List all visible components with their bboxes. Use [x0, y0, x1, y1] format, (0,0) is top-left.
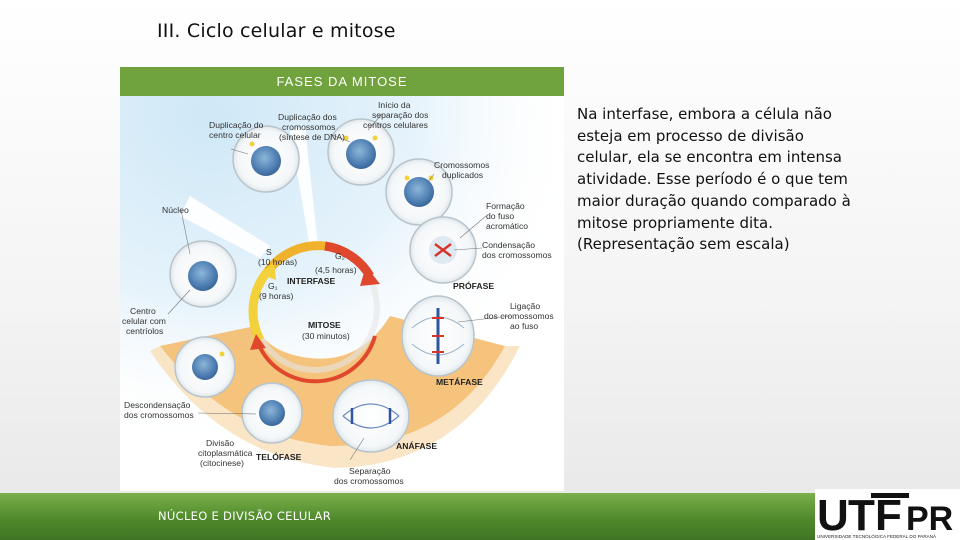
- cell-g1-top-left: [232, 125, 300, 193]
- label-dup-centro-2: centro celular: [209, 130, 261, 140]
- light-ray: [180, 196, 270, 258]
- label-g2-phase: G₂: [335, 251, 345, 261]
- body-paragraph: Na interfase, embora a célula não esteja…: [577, 105, 851, 254]
- cell-prophase: [409, 216, 477, 284]
- logo-letter-t: T: [848, 491, 875, 540]
- label-centro-cel-1: Centro: [130, 306, 156, 316]
- label-ligacao-2: dos cromossomos: [484, 311, 554, 321]
- label-formacao-2: do fuso: [486, 211, 514, 221]
- label-formacao-1: Formação: [486, 201, 525, 211]
- label-descond-1: Descondensação: [124, 400, 191, 410]
- cell-telophase: [241, 382, 303, 444]
- cell-g2-top-right: [385, 158, 453, 226]
- label-g1-hours: (9 horas): [259, 291, 294, 301]
- label-centro-cel-3: centríolos: [126, 326, 163, 336]
- label-ligacao-3: ao fuso: [510, 321, 538, 331]
- label-s-hours: (10 horas): [258, 257, 297, 267]
- cell-metaphase: [401, 295, 475, 377]
- slide-title: III. Ciclo celular e mitose: [157, 20, 396, 42]
- footer-bar: NÚCLEO E DIVISÃO CELULAR: [0, 493, 818, 540]
- cell-s-top: [327, 118, 395, 186]
- cell-nucleus-left: [169, 240, 237, 308]
- cycle-arrow-g1: [248, 268, 272, 343]
- label-interfase: INTERFASE: [287, 276, 335, 286]
- logo-letter-f: F: [875, 491, 902, 540]
- label-inicio-1: Início da: [378, 100, 411, 110]
- body-text: Na interfase, embora a célula não esteja…: [577, 104, 862, 256]
- label-dup-crom-1: Duplicação dos: [278, 112, 337, 122]
- label-divisao-1: Divisão: [206, 438, 234, 448]
- label-separacao-2: dos cromossomos: [334, 476, 404, 486]
- label-divisao-3: (citocinese): [200, 458, 244, 468]
- label-crom-dup-1: Cromossomos: [434, 160, 489, 170]
- footer-title: NÚCLEO E DIVISÃO CELULAR: [158, 509, 332, 523]
- cell-late-telophase: [174, 336, 236, 398]
- cycle-arrow-mitosis: [256, 335, 377, 384]
- figure-diagram: Duplicação do centro celular Duplicação …: [120, 96, 564, 491]
- label-formacao-3: acromático: [486, 221, 528, 231]
- label-ligacao-1: Ligação: [510, 301, 540, 311]
- label-mitose-minutes: (30 minutos): [302, 331, 350, 341]
- label-crom-dup-2: duplicados: [442, 170, 483, 180]
- utfpr-logo: U T F PR UNIVERSIDADE TECNOLÓGICA FEDERA…: [815, 489, 960, 540]
- label-inicio-2: separação dos: [372, 110, 428, 120]
- label-mitose: MITOSE: [308, 320, 341, 330]
- cell-cycle-diagram: Duplicação do centro celular Duplicação …: [120, 96, 564, 491]
- cell-anaphase: [332, 379, 410, 453]
- label-dup-crom-2: cromossomos: [282, 122, 335, 132]
- figure-header: FASES DA MITOSE: [120, 67, 564, 96]
- logo-subtitle: UNIVERSIDADE TECNOLÓGICA FEDERAL DO PARA…: [817, 533, 937, 539]
- label-centro-cel-2: celular com: [122, 316, 166, 326]
- label-dup-crom-3: (síntese de DNA): [279, 132, 345, 142]
- logo-letters-pr: PR: [906, 500, 953, 538]
- label-separacao-1: Separação: [349, 466, 391, 476]
- mitosis-figure: FASES DA MITOSE: [120, 67, 564, 491]
- label-inicio-3: centros celulares: [363, 120, 428, 130]
- label-descond-2: dos cromossomos: [124, 410, 194, 420]
- label-dup-centro-1: Duplicação do: [209, 120, 264, 130]
- label-metafase: METÁFASE: [436, 377, 483, 387]
- utfpr-logo-mark: U T F PR UNIVERSIDADE TECNOLÓGICA FEDERA…: [815, 489, 960, 540]
- label-divisao-2: citoplasmática: [198, 448, 253, 458]
- label-profase: PRÓFASE: [453, 280, 494, 291]
- label-condensacao-1: Condensação: [482, 240, 535, 250]
- label-g2-hours: (4,5 horas): [315, 265, 357, 275]
- label-s-phase: S: [266, 247, 272, 257]
- label-g1-phase: G₁: [268, 281, 278, 291]
- label-nucleo: Núcleo: [162, 205, 189, 215]
- label-condensacao-2: dos cromossomos: [482, 250, 552, 260]
- logo-letter-u: U: [817, 491, 849, 540]
- label-anafase: ANÁFASE: [396, 441, 437, 451]
- label-telofase: TELÓFASE: [256, 451, 302, 462]
